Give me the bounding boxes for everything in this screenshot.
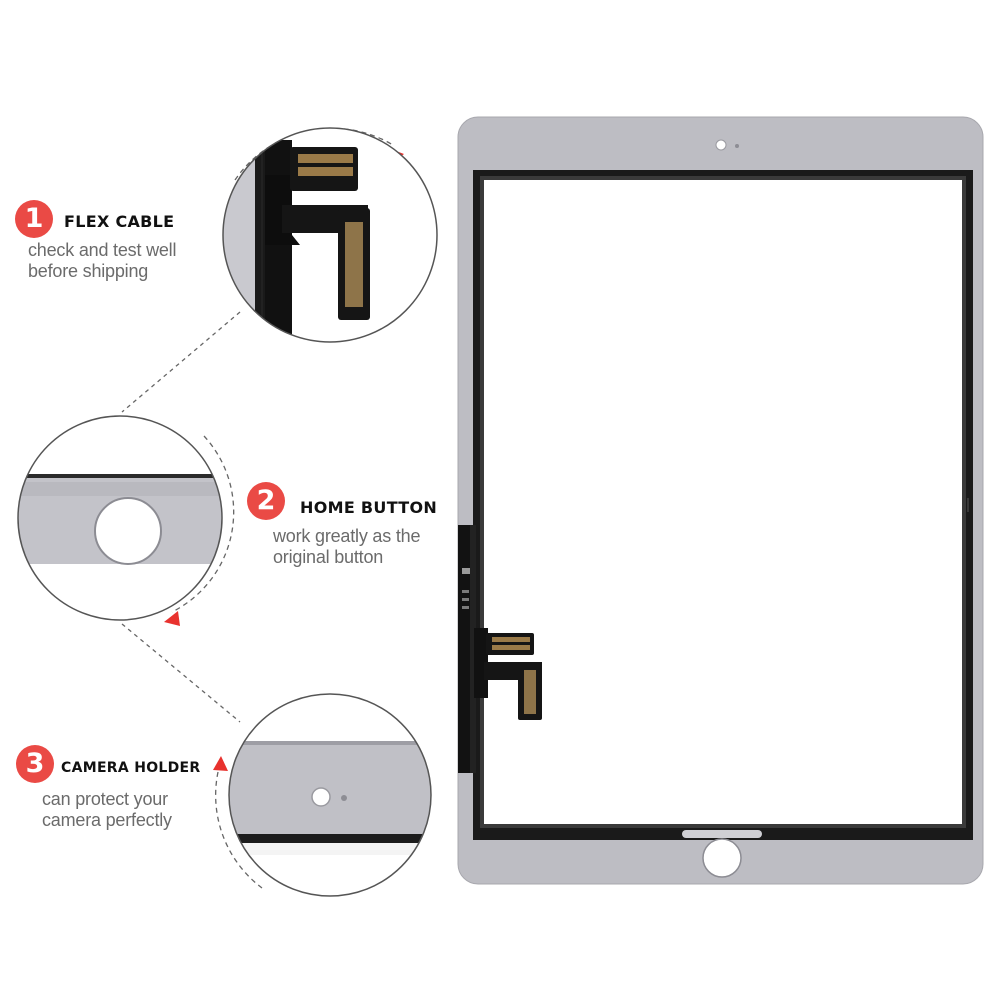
- badge-3: 3: [16, 745, 54, 783]
- feature-desc-home-button: work greatly as the original button: [273, 526, 420, 568]
- badge-2: 2: [247, 482, 285, 520]
- badge-1: 1: [15, 200, 53, 238]
- arrow-3-icon: [213, 756, 228, 771]
- feature-desc-line: work greatly as the: [273, 526, 421, 546]
- arrow-2-icon: [164, 611, 180, 626]
- touch-panel: [457, 116, 984, 885]
- camera-holder-zoom: [228, 693, 432, 897]
- connector-2-3: [121, 623, 241, 723]
- connector-1-2: [121, 311, 241, 413]
- feature-desc-line: before shipping: [28, 261, 149, 281]
- feature-desc-line: can protect your: [42, 789, 168, 809]
- feature-title-home-button: HOME BUTTON: [300, 498, 438, 517]
- feature-desc-camera-holder: can protect your camera perfectly: [42, 789, 172, 831]
- feature-title-camera-holder: CAMERA HOLDER: [61, 760, 201, 776]
- feature-desc-line: check and test well: [28, 240, 177, 260]
- arc-3: [215, 771, 263, 889]
- home-button-zoom: [17, 415, 223, 621]
- arc-1: [234, 127, 394, 181]
- arc-2: [171, 435, 235, 613]
- feature-desc-line: camera perfectly: [42, 810, 172, 830]
- flex-cable-zoom: [222, 127, 438, 343]
- feature-title-flex-cable: FLEX CABLE: [64, 212, 175, 231]
- feature-desc-line: original button: [273, 547, 384, 567]
- feature-desc-flex-cable: check and test well before shipping: [28, 240, 176, 282]
